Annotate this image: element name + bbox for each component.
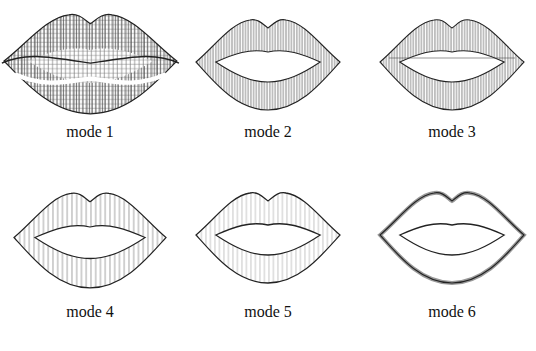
lip-mode bbox=[2, 14, 179, 113]
lip-mode bbox=[380, 193, 524, 283]
mode-label: mode 6 bbox=[428, 303, 476, 321]
lip-mode bbox=[196, 20, 340, 110]
lip-mode bbox=[380, 20, 524, 110]
mode-label: mode 5 bbox=[244, 303, 292, 321]
mode-label: mode 1 bbox=[66, 123, 114, 141]
mode-label: mode 4 bbox=[66, 303, 114, 321]
lip-mode bbox=[14, 193, 166, 288]
mode-label: mode 3 bbox=[428, 123, 476, 141]
lip-mode bbox=[196, 193, 340, 283]
mode-label: mode 2 bbox=[244, 123, 292, 141]
